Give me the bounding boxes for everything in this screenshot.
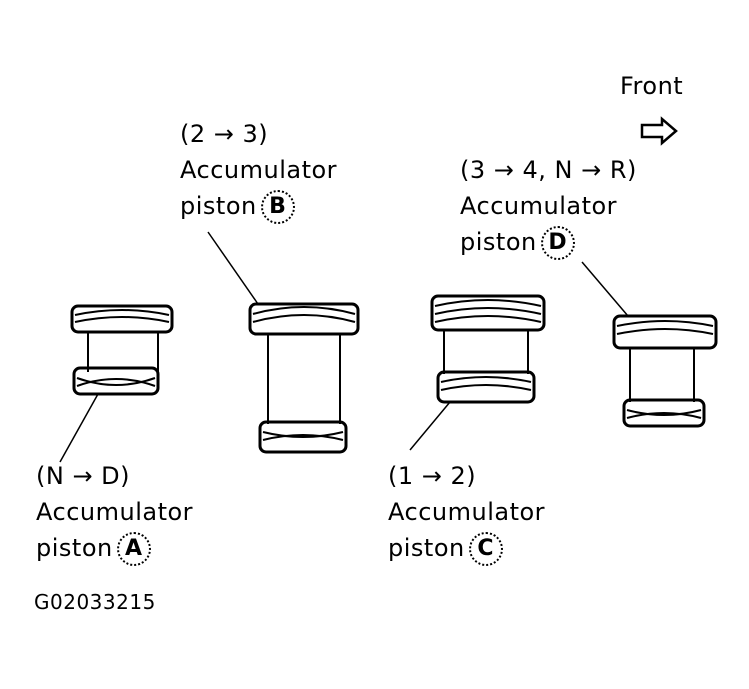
piston-d-letter: D [540, 226, 575, 260]
figure-id: G02033215 [34, 590, 156, 614]
piston-b-drawing [207, 231, 360, 454]
piston-b-word: piston [180, 192, 257, 220]
piston-b-name: Accumulator [180, 156, 338, 184]
piston-a-drawing [59, 304, 174, 463]
piston-a-shift: (N → D) [36, 462, 131, 490]
piston-c-shift: (1 → 2) [388, 462, 477, 490]
piston-c-word: piston [388, 534, 465, 562]
piston-c-name: Accumulator [388, 498, 546, 526]
piston-c-drawing [409, 294, 546, 451]
piston-d-name: Accumulator [460, 192, 618, 220]
piston-b-shift: (2 → 3) [180, 120, 269, 148]
piston-a-name: Accumulator [36, 498, 194, 526]
piston-d-drawing [581, 261, 718, 428]
piston-d-word: piston [460, 228, 537, 256]
front-label: Front [620, 72, 684, 100]
piston-a-letter: A [116, 532, 151, 566]
piston-b-letter: B [260, 190, 295, 224]
piston-d-shift: (3 → 4, N → R) [460, 156, 637, 184]
piston-c-letter: C [468, 532, 503, 566]
front-arrow-icon [640, 116, 678, 146]
piston-a-word: piston [36, 534, 113, 562]
